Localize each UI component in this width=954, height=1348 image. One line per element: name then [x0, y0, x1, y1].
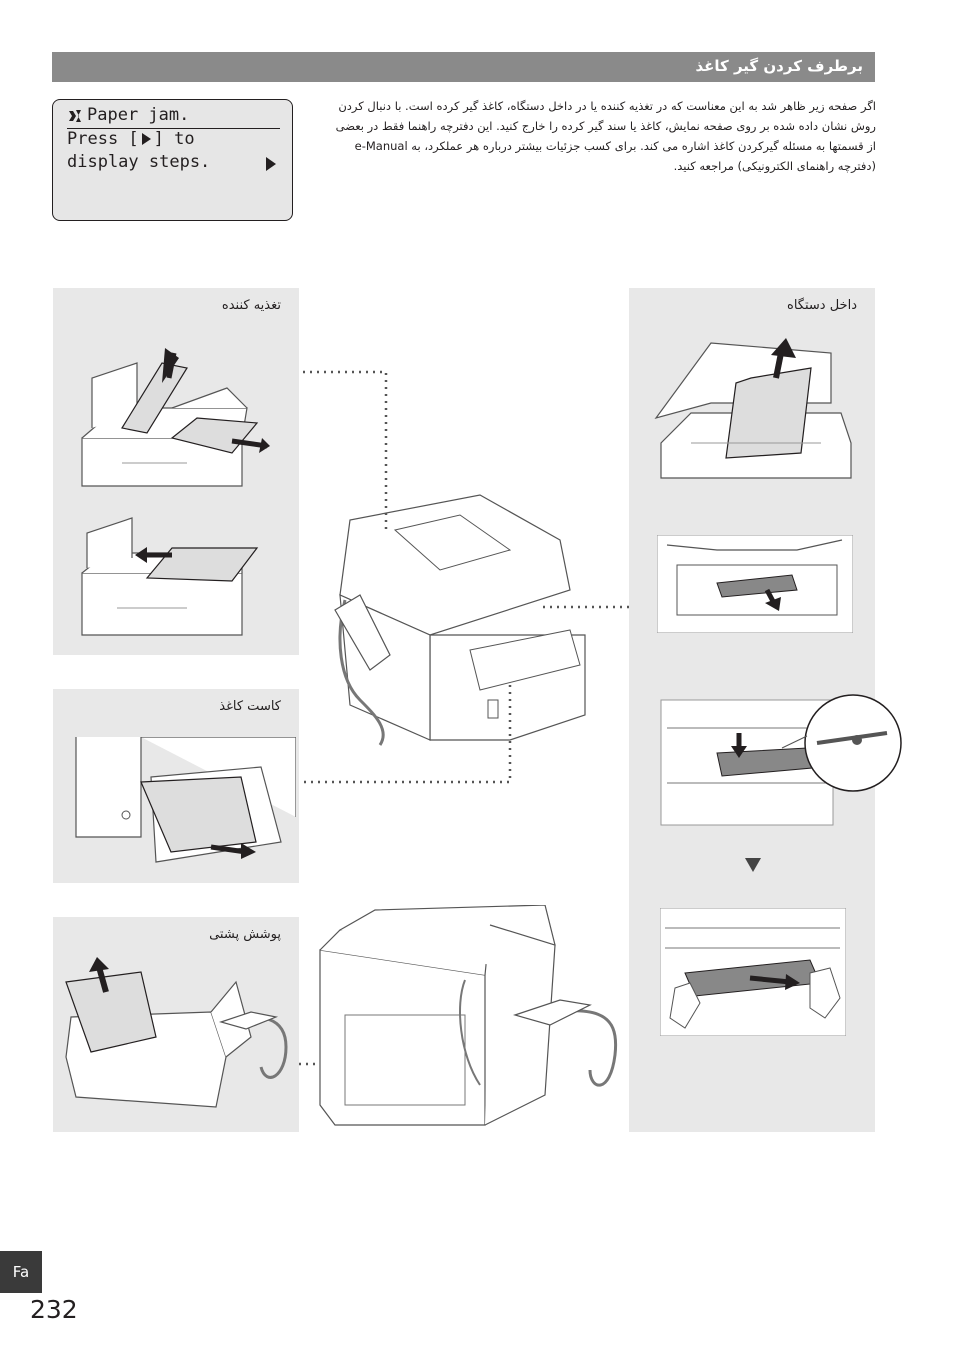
lcd-line-1: Paper jam.: [67, 104, 189, 127]
lcd-to-text: ] to: [153, 129, 195, 149]
intro-line: روش نشان داده شده بر روی صفحه نمایش، کاغ…: [335, 119, 876, 133]
printer-front-illustration: [334, 494, 586, 746]
inside-panel: داخل دستگاه: [629, 288, 902, 1132]
feeder-panel-title: تغذیه کننده: [221, 298, 281, 313]
lcd-line-2: Press [ ] to: [67, 128, 195, 151]
lcd-line-3: display steps.: [67, 152, 211, 172]
lcd-display: Paper jam. Press [ ] to display steps.: [52, 99, 293, 221]
language-tab: Fa: [0, 1251, 42, 1293]
intro-paragraph: اگر صفحه زیر ظاهر شد به این معناست که در…: [330, 96, 876, 176]
cassette-jam-illustration: [75, 737, 296, 863]
cassette-panel: کاست کاغذ: [53, 689, 299, 883]
back-cover-panel-title: پوشش پشتی: [209, 927, 281, 942]
lcd-divider: [67, 128, 280, 129]
intro-line: از قسمتها به مسئله گیرکردن کاغذ اشاره می…: [354, 139, 876, 153]
inside-transfer-guide-illustration: [660, 694, 902, 826]
lcd-press-text: Press [: [67, 129, 139, 149]
feeder-cover-jam-illustration: [81, 517, 259, 636]
page-number: 232: [30, 1295, 78, 1324]
inside-remove-paper-illustration: [660, 908, 846, 1036]
section-title: برطرف کردن گیر کاغذ: [695, 57, 863, 75]
inside-panel-title: داخل دستگاه: [787, 298, 857, 313]
back-cover-jam-illustration: [65, 957, 288, 1108]
intro-line: (دفترچه راهنمای الکترونیکی) مراجعه کنید.: [673, 159, 876, 173]
next-arrow-icon: [266, 157, 276, 171]
inside-roller-jam-illustration: [657, 535, 853, 633]
printer-rear-illustration: [319, 905, 618, 1126]
lcd-message: Paper jam.: [87, 105, 190, 125]
back-cover-panel: پوشش پشتی: [53, 917, 299, 1132]
feeder-jam-illustration: [81, 348, 270, 487]
section-header: برطرف کردن گیر کاغذ: [52, 52, 875, 82]
inside-open-scanner-illustration: [654, 338, 852, 479]
intro-line: اگر صفحه زیر ظاهر شد به این معناست که در…: [338, 99, 876, 113]
paper-jam-icon: [69, 109, 81, 122]
feeder-panel: تغذیه کننده: [53, 288, 299, 655]
right-arrow-icon: [141, 133, 151, 145]
down-arrow-icon: [745, 858, 761, 872]
cassette-panel-title: کاست کاغذ: [219, 699, 281, 714]
